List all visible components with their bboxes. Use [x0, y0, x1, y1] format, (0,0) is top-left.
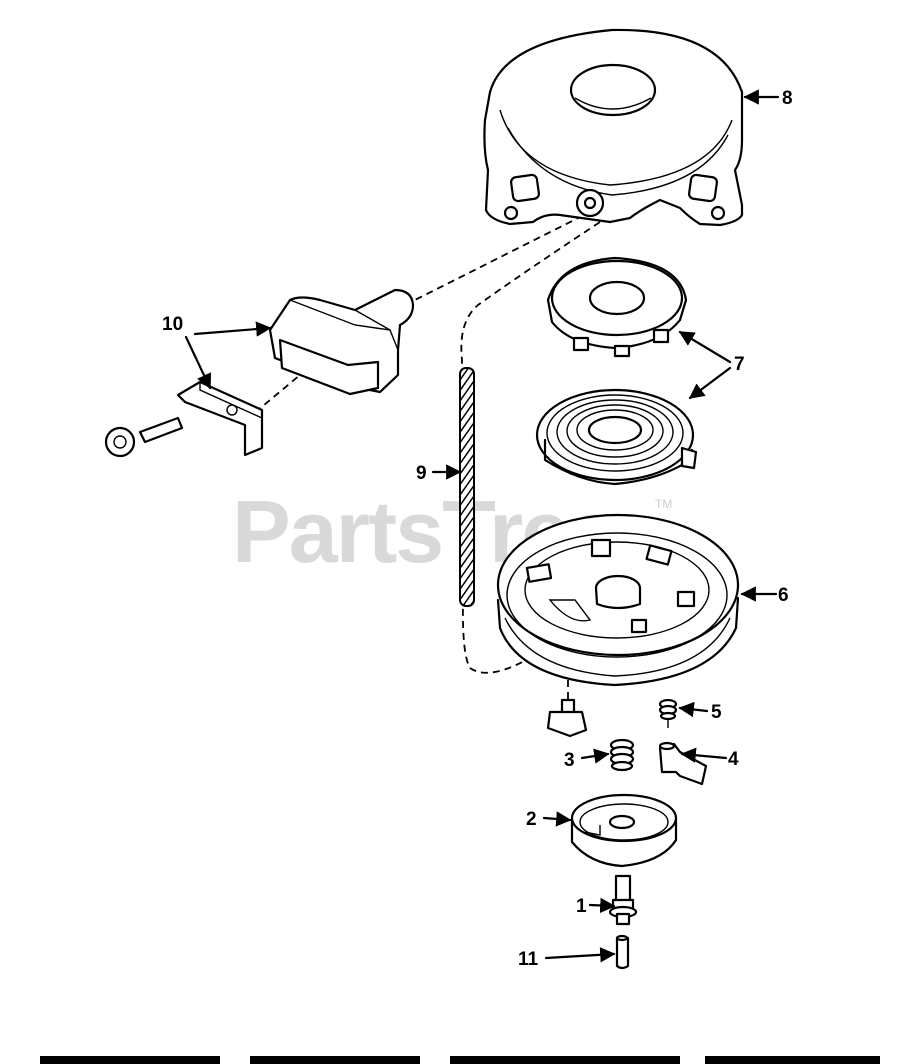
arrow-4 — [680, 747, 728, 763]
pawl-part-4 — [658, 741, 708, 786]
arrow-3 — [580, 748, 610, 764]
pulley-part-6 — [496, 513, 740, 687]
arrow-10a — [193, 321, 272, 337]
brake-spring-part-3 — [609, 738, 635, 772]
arrow-11 — [544, 947, 616, 963]
spring-retainer-part-7 — [546, 256, 688, 358]
starter-rope-part-9 — [459, 367, 475, 607]
callout-4: 4 — [728, 749, 739, 770]
watermark-trademark: TM — [655, 497, 672, 511]
retainer-bolt-part — [546, 698, 588, 738]
starter-handle-part-10 — [268, 288, 415, 396]
callout-6: 6 — [778, 585, 789, 606]
bottom-caption-fragment — [40, 1056, 880, 1064]
callout-1: 1 — [576, 896, 587, 917]
callout-5: 5 — [711, 702, 722, 723]
pin-part-11 — [615, 934, 630, 970]
brake-cup-part-2 — [570, 793, 678, 868]
rope-insert-part-10 — [176, 380, 264, 457]
recoil-spring-part-7 — [535, 388, 698, 486]
callout-2: 2 — [526, 809, 537, 830]
arrow-7a — [678, 330, 732, 364]
arrow-2 — [542, 811, 572, 827]
rope-routing-dashed-line — [245, 211, 601, 705]
callout-9: 9 — [416, 463, 427, 484]
callout-3: 3 — [564, 750, 575, 771]
arrow-5 — [678, 701, 709, 718]
callout-11: 11 — [518, 949, 539, 970]
callout-8: 8 — [782, 88, 793, 109]
arrow-7b — [688, 366, 732, 400]
shoulder-screw-part-1 — [608, 874, 638, 926]
callout-7: 7 — [734, 354, 745, 375]
starter-housing-part-8 — [483, 28, 744, 227]
arrow-10b — [184, 335, 212, 390]
callout-10: 10 — [162, 314, 183, 335]
screw-part-10 — [104, 416, 184, 458]
callout-labels: 8 10 7 9 6 5 3 4 2 1 11 — [162, 88, 793, 970]
arrow-1 — [588, 897, 616, 914]
leader-arrows — [184, 89, 780, 963]
small-spring-part-5 — [658, 698, 678, 728]
